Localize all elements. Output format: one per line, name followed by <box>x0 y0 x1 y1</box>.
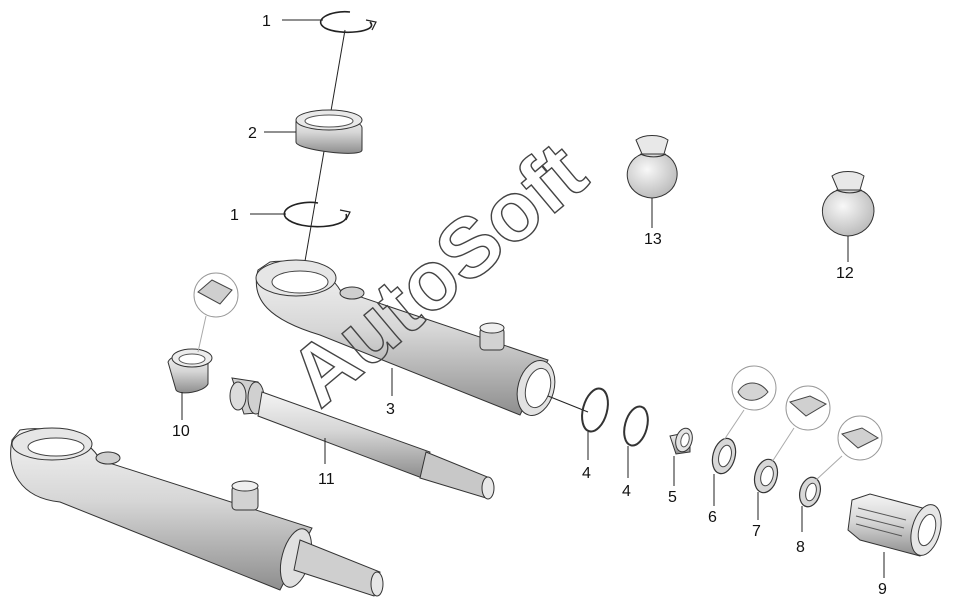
o-ring-a <box>581 387 609 433</box>
callout-5: 5 <box>668 489 677 506</box>
callout-11: 11 <box>318 471 335 488</box>
callout-6: 6 <box>708 509 717 526</box>
callout-1-top: 1 <box>262 13 271 30</box>
snap-ring-lower <box>283 201 351 228</box>
grease-pack-13 <box>626 135 678 199</box>
callout-10: 10 <box>172 423 190 440</box>
callout-8: 8 <box>796 539 805 556</box>
detail-magnifier-10 <box>193 272 239 353</box>
detail-magnifier-7 <box>771 385 831 463</box>
seal-8 <box>798 476 822 508</box>
o-ring-b <box>623 405 649 447</box>
detail-magnifier-8 <box>815 415 883 481</box>
cylinder-body-exploded <box>255 259 556 416</box>
callout-12: 12 <box>836 265 854 282</box>
snap-ring-top <box>319 10 377 34</box>
bushing-small <box>167 348 213 394</box>
cylinder-assembled <box>10 427 384 597</box>
seal-6 <box>711 437 737 475</box>
piston-rod <box>229 377 495 500</box>
callout-4-a: 4 <box>582 465 591 482</box>
leader-axis-right <box>547 395 589 413</box>
callout-2: 2 <box>248 125 257 142</box>
seal-7 <box>753 458 779 494</box>
callout-7: 7 <box>752 523 761 540</box>
detail-magnifier-6 <box>723 365 777 441</box>
bushing-ring <box>295 109 363 154</box>
callout-13: 13 <box>644 231 662 248</box>
leader-line-axis <box>299 29 346 291</box>
callout-4-b: 4 <box>622 483 631 500</box>
callout-9: 9 <box>878 581 887 598</box>
callout-3: 3 <box>386 401 395 418</box>
gland-nut <box>847 493 942 557</box>
seal-ring-5 <box>669 427 693 455</box>
grease-pack-12 <box>822 171 875 237</box>
callout-1-lower: 1 <box>230 207 239 224</box>
